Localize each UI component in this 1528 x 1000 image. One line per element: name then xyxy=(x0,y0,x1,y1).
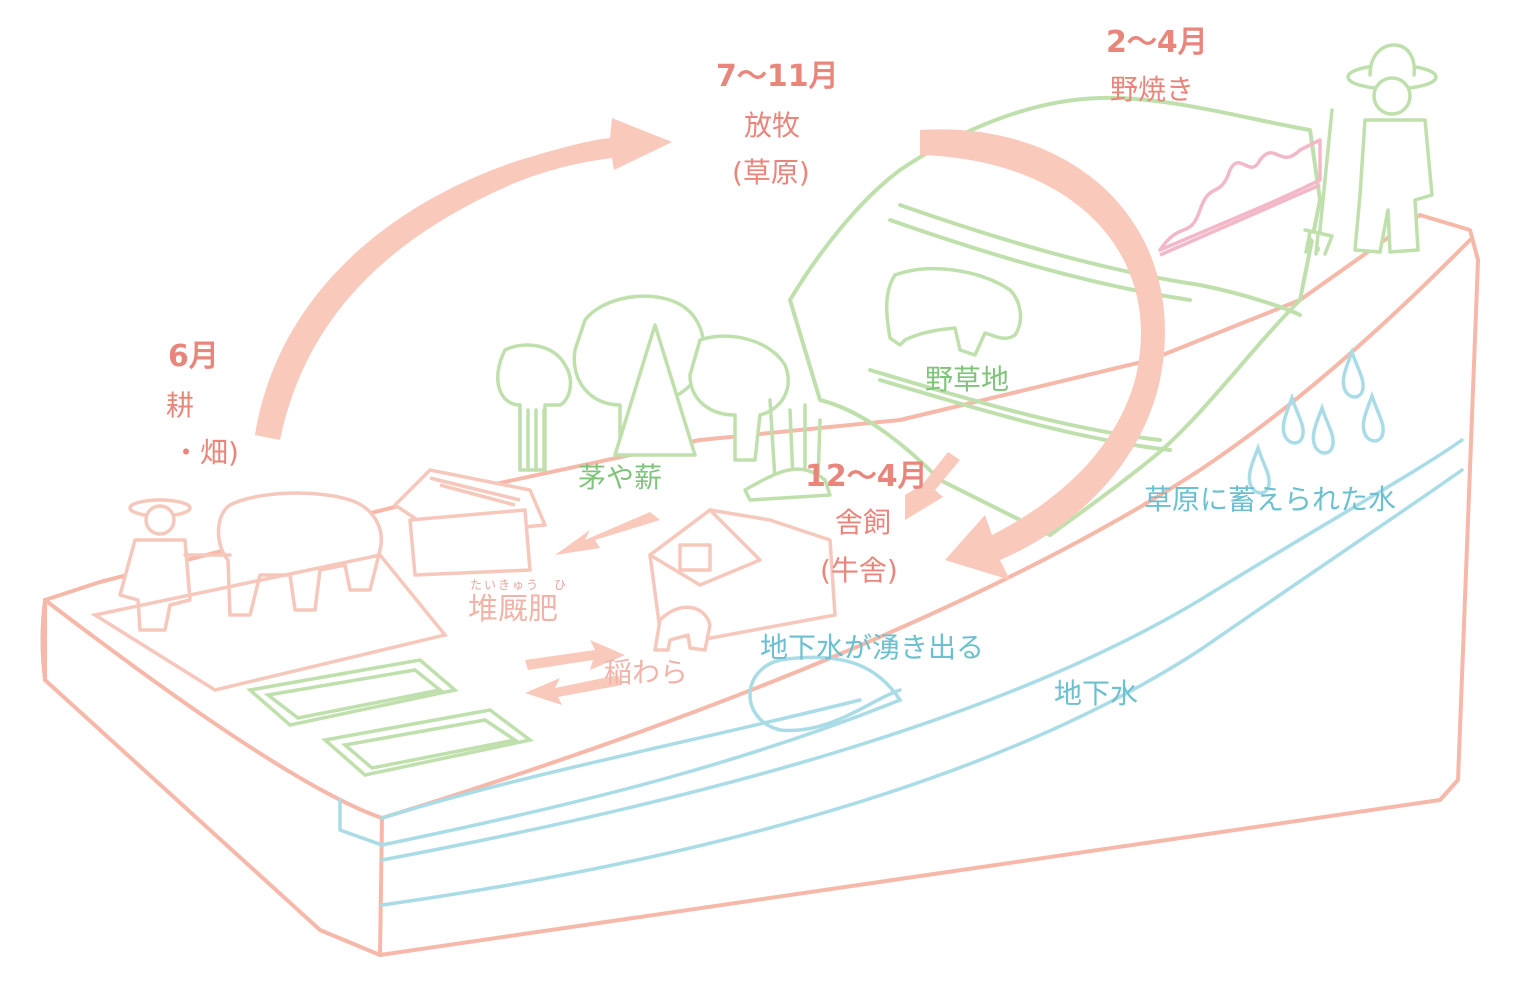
label-compost: 堆厩肥 xyxy=(468,592,558,627)
label-june-activity: 耕 xyxy=(166,389,195,422)
rice-paddies xyxy=(246,658,535,777)
label-june-place: ・畑) xyxy=(172,436,239,469)
label-thatch-firewood: 茅や薪 xyxy=(578,461,663,494)
label-stored-water: 草原に蓄えられた水 xyxy=(1144,483,1397,516)
label-rice-straw: 稲わら xyxy=(604,656,689,689)
label-wild-grassland: 野草地 xyxy=(925,363,1010,396)
label-burning-month: 2～4月 xyxy=(1106,25,1208,60)
label-winter-place: (牛舎) xyxy=(820,554,898,587)
farm-field xyxy=(90,553,449,692)
cycle-arrows xyxy=(255,118,1165,705)
label-winter-activity: 舎飼 xyxy=(835,506,892,539)
label-winter-month: 12～4月 xyxy=(805,459,928,494)
trees xyxy=(496,294,832,502)
farmer-ox-plowing xyxy=(118,491,383,632)
label-groundwater: 地下水 xyxy=(1054,677,1139,710)
label-grazing-month: 7～11月 xyxy=(716,59,839,94)
label-grazing-activity: 放牧 xyxy=(744,109,801,142)
label-june-month: 6月 xyxy=(168,339,219,374)
groundwater-lines xyxy=(338,438,1464,907)
label-burning-activity: 野焼き xyxy=(1110,73,1195,106)
cow-barn xyxy=(648,508,837,652)
rain-drops xyxy=(1247,346,1385,495)
fire-flames xyxy=(1158,138,1322,257)
label-spring-water: 地下水が湧き出る xyxy=(760,631,985,664)
farm-house xyxy=(393,468,547,577)
label-grazing-place: (草原) xyxy=(732,156,810,189)
farmer-pitchfork xyxy=(1303,43,1438,256)
cow-grassland xyxy=(884,266,1023,357)
label-compost-ruby: たいきゅう ひ xyxy=(470,578,569,592)
